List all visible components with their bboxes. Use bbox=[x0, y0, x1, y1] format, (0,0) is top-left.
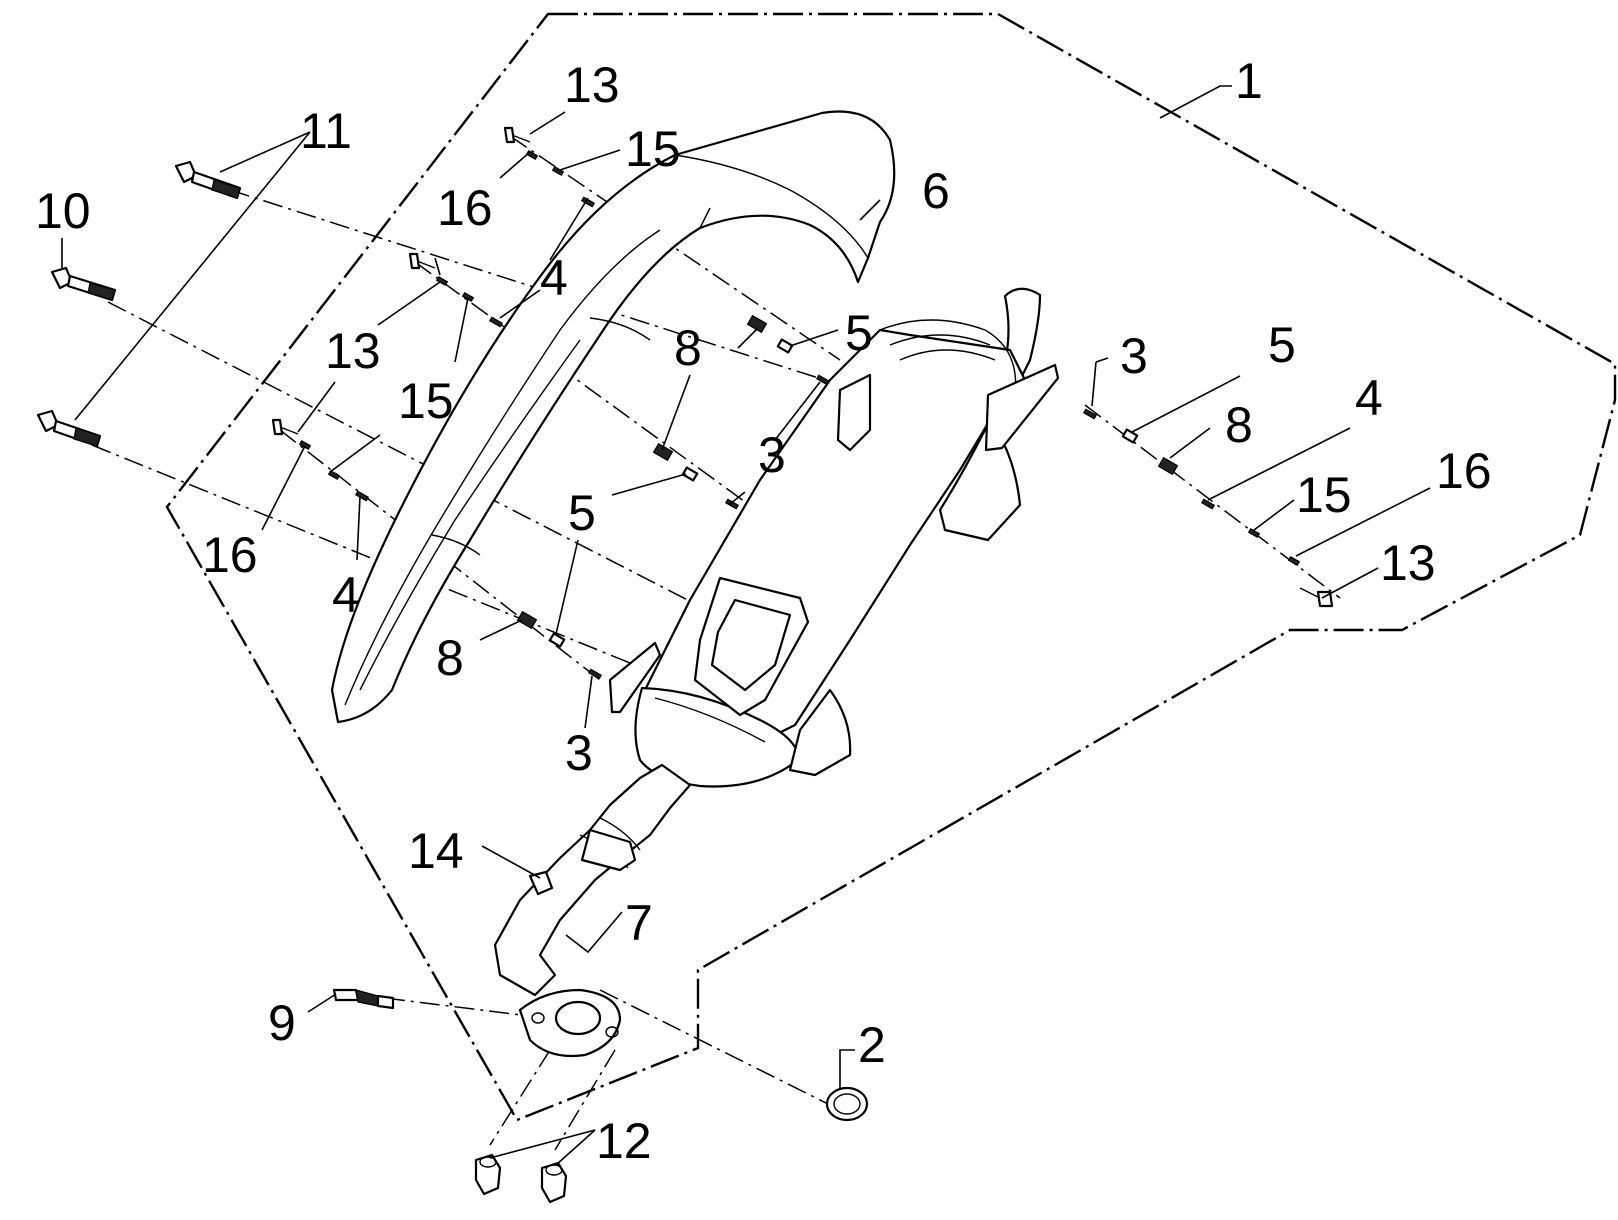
leader-lines bbox=[61, 85, 1431, 1166]
label-13-a: 13 bbox=[564, 57, 620, 113]
label-5-b: 5 bbox=[1268, 317, 1296, 373]
label-3-c: 3 bbox=[565, 725, 593, 781]
heat-shield bbox=[330, 110, 896, 724]
callout-numbers: 1 2 3 3 3 3 4 4 4 5 5 5 5 6 7 8 8 8 8 9 … bbox=[35, 53, 1492, 1169]
label-1: 1 bbox=[1235, 53, 1263, 109]
oxygen-sensor bbox=[332, 988, 395, 1010]
label-11: 11 bbox=[300, 103, 352, 159]
label-4-c: 4 bbox=[1355, 370, 1383, 426]
label-15-a: 15 bbox=[625, 121, 681, 177]
label-9: 9 bbox=[268, 995, 296, 1051]
label-13-b: 13 bbox=[325, 323, 381, 379]
label-8-b: 8 bbox=[1225, 397, 1253, 453]
label-3-b: 3 bbox=[758, 427, 786, 483]
assembly-boundary bbox=[165, 12, 1617, 1122]
label-15-c: 15 bbox=[1296, 467, 1352, 523]
nuts-12 bbox=[474, 1153, 568, 1204]
label-8-a: 8 bbox=[674, 320, 702, 376]
gasket-ring bbox=[825, 1086, 869, 1122]
label-16-b: 16 bbox=[202, 527, 258, 583]
label-5-c: 5 bbox=[568, 485, 596, 541]
label-15-b: 15 bbox=[398, 373, 454, 429]
label-12: 12 bbox=[596, 1113, 652, 1169]
label-4-b: 4 bbox=[332, 567, 360, 623]
washers-spacers bbox=[298, 149, 1301, 680]
clamp-nut-14 bbox=[528, 870, 554, 896]
bolt-11-lower bbox=[36, 409, 102, 448]
bolt-11-upper bbox=[174, 160, 242, 200]
label-16-a: 16 bbox=[437, 180, 493, 236]
exhaust-pipe bbox=[493, 763, 692, 1058]
label-4-a: 4 bbox=[540, 250, 568, 306]
bolt-10 bbox=[50, 266, 117, 302]
label-13-c: 13 bbox=[1380, 535, 1436, 591]
label-6: 6 bbox=[922, 163, 950, 219]
grommets-collars bbox=[516, 314, 1179, 648]
label-2: 2 bbox=[858, 1017, 886, 1073]
label-14: 14 bbox=[408, 823, 464, 879]
label-3-a: 3 bbox=[1120, 328, 1148, 384]
label-5-a: 5 bbox=[845, 305, 873, 361]
muffler bbox=[608, 287, 1060, 788]
label-7: 7 bbox=[625, 895, 653, 951]
label-8-c: 8 bbox=[436, 630, 464, 686]
label-10: 10 bbox=[35, 183, 91, 239]
screws-13 bbox=[271, 126, 1334, 608]
label-16-c: 16 bbox=[1436, 443, 1492, 499]
